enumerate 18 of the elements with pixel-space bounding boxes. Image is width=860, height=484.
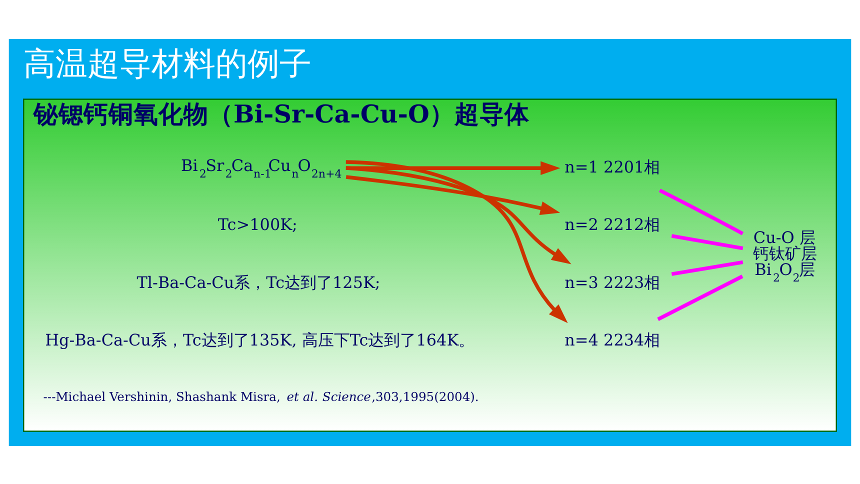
arrow bbox=[346, 166, 572, 264]
node-text: n=3 2223相 bbox=[564, 272, 660, 292]
label: Tc>100K; bbox=[218, 214, 298, 234]
node-text: n=2 2212相 bbox=[564, 214, 660, 234]
connector bbox=[671, 260, 744, 276]
arrow bbox=[346, 174, 560, 214]
label: ---Michael Vershinin, Shashank Misra, et al. Science,303,1995(2004). bbox=[43, 390, 479, 404]
node-text: Cu-O 层 钙钛矿层 Bi$_{2}$O$_{2}$层 bbox=[752, 227, 817, 284]
connector bbox=[658, 188, 744, 235]
diagram-title: 高温超导材料的例子 bbox=[24, 44, 312, 82]
label: Tl-Ba-Ca-Cu系，Tc达到了125K; bbox=[136, 272, 380, 292]
node-text: n=4 2234相 bbox=[564, 330, 660, 350]
node-text: Bi$_{2}$Sr$_{2}$Ca$_{n-1}$Cu$_{n}$O$_{2n+4}$ bbox=[181, 156, 342, 180]
label: Hg-Ba-Ca-Cu系，Tc达到了135K, 高压下Tc达到了164K。 bbox=[45, 330, 475, 350]
connector bbox=[657, 274, 744, 320]
node-text: n=1 2201相 bbox=[564, 156, 660, 176]
connector bbox=[671, 234, 744, 250]
arrow bbox=[346, 160, 568, 323]
